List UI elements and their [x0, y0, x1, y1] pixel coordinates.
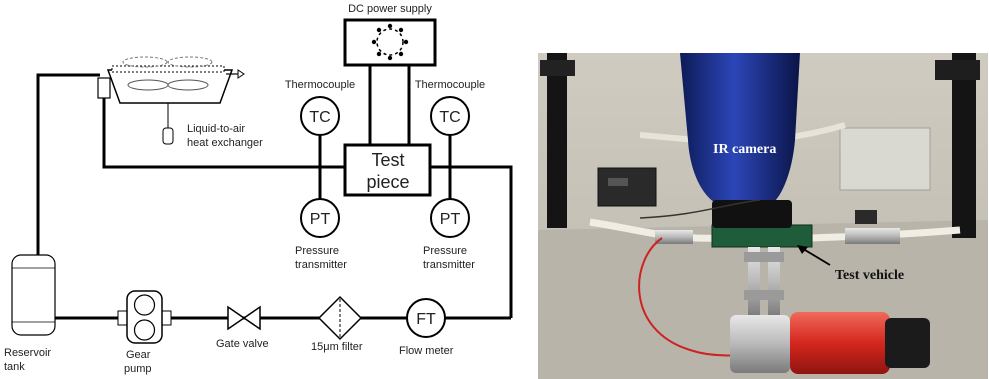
gear-bottom-icon: [133, 319, 156, 341]
pipe-reservoir-to-hx: [36, 73, 100, 256]
pump-body-steel: [730, 315, 790, 373]
thermocouple-left: Thermocouple TC: [285, 79, 355, 136]
fitting-right: [845, 228, 900, 244]
test-piece: Test piece: [343, 143, 432, 197]
tc-right-circle: [430, 96, 470, 136]
pressure-right-label-1: Pressure: [423, 245, 467, 257]
power-supply-ring-icon: [371, 23, 409, 61]
tc-left-circle: [300, 96, 340, 136]
pipe-hx-to-test-piece: [102, 88, 345, 169]
ft-circle: [406, 298, 446, 338]
dc-power-supply-label: DC power supply: [348, 3, 432, 15]
fitting-left: [655, 230, 693, 244]
tc-right-symbol: TC: [439, 109, 460, 126]
reservoir-tank: Reservoir tank: [4, 254, 56, 373]
fan-right-icon: [167, 56, 213, 68]
acrylic-stage: [839, 127, 931, 191]
gear-pump: Gear pump: [117, 290, 172, 375]
ft-symbol: FT: [416, 311, 436, 328]
ir-camera-body: [680, 53, 800, 205]
gate-valve: Gate valve: [216, 305, 269, 350]
fan-blade-right-icon: [167, 79, 209, 91]
test-vehicle-board: [711, 224, 813, 248]
pressure-left-label-2: transmitter: [295, 259, 347, 271]
clamp-block: [597, 167, 657, 207]
pt-left-symbol: PT: [310, 211, 331, 228]
fan-left-icon: [122, 56, 168, 68]
dc-power-supply: DC power supply: [343, 3, 437, 67]
flow-meter-label: Flow meter: [399, 345, 454, 357]
flow-meter: FT Flow meter: [399, 298, 454, 357]
hx-body: [106, 69, 234, 104]
ir-camera-label: IR camera: [713, 142, 776, 157]
right-post: [952, 53, 976, 238]
tc-left-symbol: TC: [309, 109, 330, 126]
pump-connector: [885, 318, 930, 368]
pressure-right-label-2: transmitter: [423, 259, 475, 271]
reservoir-label-1: Reservoir: [4, 347, 51, 359]
arrow-head-icon: [797, 245, 808, 254]
hx-drain-icon: [162, 127, 174, 145]
tank-body: [11, 254, 56, 336]
ir-camera-lens: [712, 200, 792, 228]
pressure-left-label-1: Pressure: [295, 245, 339, 257]
pressure-transmitter-left: PT Pressure transmitter: [295, 198, 347, 271]
thermocouple-left-label: Thermocouple: [285, 79, 355, 91]
test-piece-label-1: Test: [371, 150, 404, 170]
left-post: [547, 53, 567, 228]
hx-fins: [111, 65, 225, 73]
test-piece-label-2: piece: [366, 172, 409, 192]
pt-left-circle: [300, 198, 340, 238]
filter-diamond: [317, 295, 363, 341]
pt-right-symbol: PT: [440, 211, 461, 228]
pressure-transmitter-right: PT Pressure transmitter: [423, 198, 475, 271]
gate-valve-label: Gate valve: [216, 338, 269, 350]
test-vehicle-label: Test vehicle: [835, 268, 904, 283]
reservoir-label-2: tank: [4, 361, 25, 373]
setup-photo: IR camera Test vehicle: [538, 53, 988, 379]
gear-top-icon: [133, 294, 156, 316]
test-piece-box: [343, 143, 432, 197]
filter: 15μm filter: [311, 295, 363, 353]
pt-right-circle: [430, 198, 470, 238]
red-pump-motor: [790, 312, 890, 374]
heat-exchanger: Liquid-to-air heat exchanger: [97, 56, 263, 149]
hx-label-2: heat exchanger: [187, 137, 263, 149]
filter-label: 15μm filter: [311, 341, 363, 353]
loop-schematic: DC power supply Test piece Thermocouple …: [4, 3, 513, 375]
thermocouple-right: Thermocouple TC: [415, 79, 485, 136]
thermocouple-right-label: Thermocouple: [415, 79, 485, 91]
hx-label-1: Liquid-to-air: [187, 123, 245, 135]
pipe-test-piece-to-right: [430, 165, 513, 318]
gear-pump-label-1: Gear: [126, 349, 151, 361]
hx-inlet-port: [97, 77, 111, 99]
hx-outlet-arrow-icon: [237, 69, 245, 79]
gear-pump-label-2: pump: [124, 363, 152, 375]
